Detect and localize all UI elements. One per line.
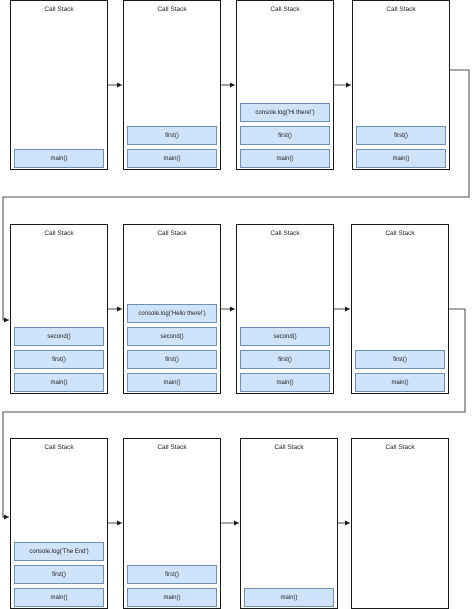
row-wrap-connector <box>2 308 466 520</box>
call-stack-panel-8: Call Stack first() main() <box>351 224 449 394</box>
stack-frame: main() <box>14 588 104 607</box>
call-stack-title: Call Stack <box>44 6 74 13</box>
stack-frame: main() <box>240 373 330 392</box>
stack-frame: main() <box>127 373 217 392</box>
stack-frame: console.log('The End') <box>14 542 104 561</box>
stack-frame: second() <box>14 327 104 346</box>
stack-frame-label: main() <box>392 155 410 162</box>
stack-frame: second() <box>240 327 330 346</box>
call-stack-panel-4: Call Stack first() main() <box>352 0 450 170</box>
call-stack-title: Call Stack <box>386 6 416 13</box>
call-stack-title: Call Stack <box>44 230 74 237</box>
call-stack-panel-9: Call Stack console.log('The End') first() m… <box>10 438 108 609</box>
call-stack-panel-5: Call Stack second() first() main() <box>10 224 108 394</box>
stack-frame-label: first() <box>165 571 179 578</box>
stack-frame-label: first() <box>165 356 179 363</box>
stack-frame: first() <box>14 350 104 369</box>
stack-frame: console.log('Hi there!') <box>240 103 330 122</box>
stack-frame-label: first() <box>52 571 66 578</box>
stack-frame: second() <box>127 327 217 346</box>
stack-frame-label: console.log('The End') <box>29 548 89 555</box>
call-stack-title: Call Stack <box>270 6 300 13</box>
call-stack-panel-3: Call Stack console.log('Hi there!') first(… <box>236 0 334 170</box>
stack-frame: first() <box>127 350 217 369</box>
stack-frame-label: main() <box>163 155 181 162</box>
stack-frame: first() <box>240 126 330 145</box>
call-stack-panel-1: Call Stack main() <box>10 0 108 170</box>
stack-frame-label: first() <box>278 356 292 363</box>
stack-frame-label: main() <box>50 594 68 601</box>
stack-frame: first() <box>127 565 217 584</box>
stack-frame-label: first() <box>394 132 408 139</box>
call-stack-title: Call Stack <box>157 6 187 13</box>
stack-frame-label: main() <box>50 379 68 386</box>
call-stack-title: Call Stack <box>385 230 415 237</box>
call-stack-title: Call Stack <box>157 230 187 237</box>
stack-frame-label: first() <box>278 132 292 139</box>
call-stack-panel-7: Call Stack second() first() main() <box>236 224 334 394</box>
stack-frame: first() <box>127 126 217 145</box>
call-stack-panel-6: Call Stack console.log('Hello there!') sec… <box>123 224 221 394</box>
call-stack-panel-12: Call Stack <box>351 438 449 609</box>
call-stack-title: Call Stack <box>157 444 187 451</box>
stack-frame: first() <box>356 126 446 145</box>
stack-frame-label: main() <box>163 379 181 386</box>
stack-frame: first() <box>14 565 104 584</box>
stack-frame: main() <box>127 149 217 168</box>
stack-frame: console.log('Hello there!') <box>127 304 217 323</box>
stack-frame: first() <box>355 350 445 369</box>
stack-frame: main() <box>14 149 104 168</box>
stack-frame-label: main() <box>280 594 298 601</box>
stack-frame: main() <box>356 149 446 168</box>
stack-frame: main() <box>14 373 104 392</box>
call-stack-panel-2: Call Stack first() main() <box>123 0 221 170</box>
stack-frame-label: first() <box>165 132 179 139</box>
stack-frame-label: main() <box>276 155 294 162</box>
call-stack-title: Call Stack <box>270 230 300 237</box>
row-wrap-connector <box>2 69 470 323</box>
stack-frame-label: main() <box>276 379 294 386</box>
stack-frame-label: second() <box>273 333 297 340</box>
stack-frame: main() <box>244 588 334 607</box>
stack-frame-label: main() <box>163 594 181 601</box>
call-stack-panel-10: Call Stack first() main() <box>123 438 221 609</box>
call-stack-title: Call Stack <box>385 444 415 451</box>
call-stack-title: Call Stack <box>44 444 74 451</box>
stack-frame-label: second() <box>160 333 184 340</box>
stack-frame-label: first() <box>393 356 407 363</box>
stack-frame-label: second() <box>47 333 71 340</box>
stack-frame: main() <box>355 373 445 392</box>
stack-frame-label: first() <box>52 356 66 363</box>
call-stack-title: Call Stack <box>274 444 304 451</box>
stack-frame-label: main() <box>50 155 68 162</box>
stack-frame-label: main() <box>391 379 409 386</box>
stack-frame: main() <box>127 588 217 607</box>
stack-frame: first() <box>240 350 330 369</box>
stack-frame: main() <box>240 149 330 168</box>
call-stack-panel-11: Call Stack main() <box>240 438 338 609</box>
stack-frame-label: console.log('Hello there!') <box>138 310 206 317</box>
stack-frame-label: console.log('Hi there!') <box>255 109 315 116</box>
